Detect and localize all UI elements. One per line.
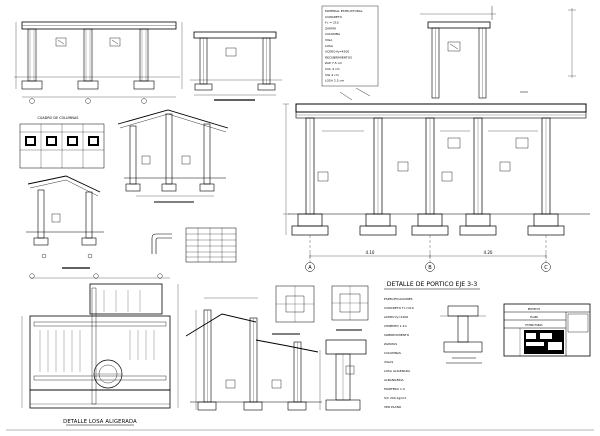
- frame-elevation-top-left: [14, 21, 183, 104]
- portico-detail-caption: DETALLE DE PORTICO EJE 3-3: [387, 281, 478, 288]
- spec-line-0: ESPECIFICACIONES: [384, 297, 413, 301]
- spec-line-12: VER PLANO: [384, 405, 402, 409]
- footing-plan-details: [272, 285, 369, 335]
- title-block: [503, 303, 591, 357]
- spec-line-6: COLUMNAS: [384, 351, 401, 355]
- dimension-2: 4.20: [484, 250, 493, 255]
- foundation-detail: [440, 305, 486, 364]
- gable-frame-upper: [117, 109, 229, 203]
- frame-elevation-top-middle: [190, 31, 282, 101]
- legend-line-1: CONCRETO: [325, 15, 343, 19]
- portico-dimensions: 4.10 4.20: [366, 250, 493, 255]
- column-schedule: CUADRO DE COLUMNAS: [19, 116, 105, 169]
- legend-line-5: VIGA: [325, 38, 333, 42]
- title-block-plan: PLANO: [530, 315, 538, 319]
- legend-line-12: LOSA 2.5 cm: [325, 79, 344, 83]
- spec-line-2: ACERO fy=4200: [384, 315, 408, 319]
- spec-line-5: ZAPATAS: [384, 342, 397, 346]
- main-portico-elevation: [283, 87, 590, 262]
- dimension-1: 4.10: [366, 250, 375, 255]
- spec-line-11: S/C 200 kg/m2: [384, 396, 406, 400]
- top-right-dimension: [520, 8, 576, 93]
- reinforcement-table: [185, 227, 237, 263]
- legend-line-4: COLUMNA: [325, 32, 341, 36]
- legend-line-3: ZAPATA: [325, 26, 337, 30]
- legend-line-6: LOSA: [325, 44, 334, 48]
- axis-bubbles: A B C: [305, 262, 551, 272]
- axis-bubble-b: B: [428, 265, 432, 271]
- legend-line-11: VIG 4 cm: [325, 73, 339, 77]
- spec-line-4: SOBRECIMIENTO: [384, 333, 410, 337]
- spec-line-10: MORTERO 1:4: [384, 387, 405, 391]
- legend-line-8: RECUBRIMIENTOS: [325, 55, 352, 59]
- floor-slab-plan: [21, 273, 179, 409]
- legend-line-7: ACERO fy=4200: [325, 50, 349, 54]
- spec-line-3: CIMIENTO 1:10: [384, 324, 407, 328]
- legend-line-9: ZAP 7.5 cm: [325, 61, 342, 65]
- title-block-project: PROYECTO: [528, 307, 541, 311]
- legend-line-2: f'c = 210: [325, 21, 339, 25]
- column-tower: [420, 6, 496, 99]
- column-section: [319, 339, 367, 411]
- frame-elevation-bottom-middle: [185, 297, 322, 411]
- spec-line-9: ALBANILERIA: [384, 378, 404, 382]
- spec-line-8: LOSA ALIGERADA: [384, 369, 411, 373]
- legend-line-10: COL 4 cm: [325, 67, 340, 71]
- slab-detail-caption: DETALLE LOSA ALIGERADA: [63, 419, 137, 425]
- axis-bubble-c: C: [544, 265, 548, 271]
- title-block-structures: ESTRUCTURAS: [525, 323, 543, 327]
- spec-line-1: CONCRETO f'c=210: [384, 306, 414, 310]
- spec-line-7: VIGAS: [384, 360, 393, 364]
- axis-bubble-a: A: [308, 265, 312, 271]
- stair-detail: [151, 233, 172, 254]
- legend-line-0: MATERIAL ESTRUCTURAL: [325, 9, 363, 13]
- gable-frame-small: [26, 175, 104, 269]
- column-schedule-title: CUADRO DE COLUMNAS: [38, 116, 79, 120]
